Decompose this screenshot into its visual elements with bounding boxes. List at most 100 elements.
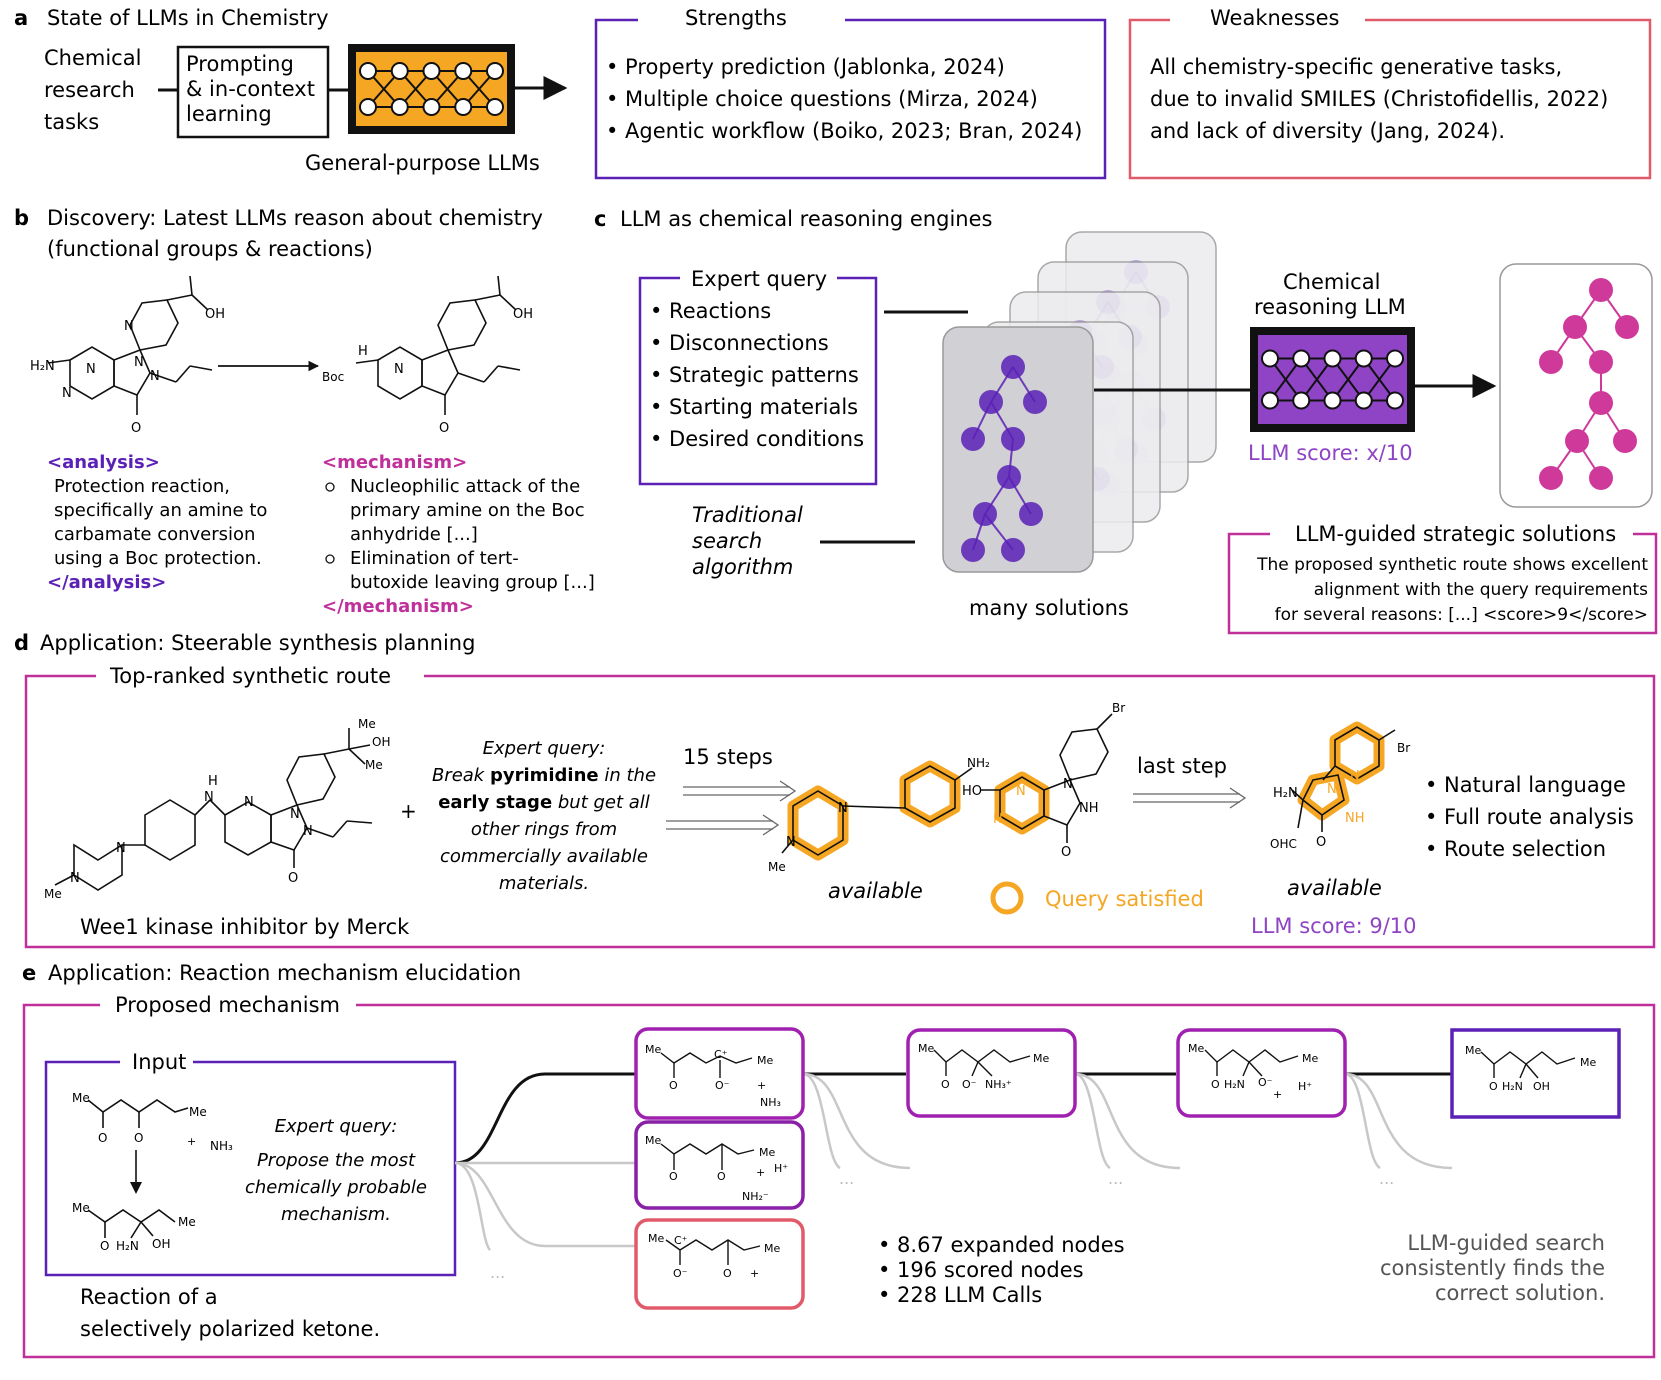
atom-n: N [1063, 777, 1073, 792]
query-line-2: Break pyrimidine in the [432, 765, 656, 786]
atom-n: N [290, 807, 300, 822]
route-box-title: Top-ranked synthetic route [109, 664, 391, 688]
atom-n: N [1327, 782, 1337, 797]
available-building-block-1 [781, 760, 973, 861]
input-line-1: Chemical [44, 46, 141, 70]
strength-1: • Property prediction (Jablonka, 2024) [606, 55, 1005, 79]
network-node [1261, 391, 1279, 410]
atom-o: O [941, 1078, 950, 1091]
atom-n: N [1016, 784, 1026, 799]
alt-2-structure [665, 1239, 761, 1265]
atom-o: O [1489, 1080, 1498, 1093]
atom-me: Me [764, 1242, 780, 1255]
tree-node [1589, 350, 1613, 374]
bullet-natural-language: • Natural language [1425, 773, 1626, 797]
network-node [1354, 349, 1373, 368]
atom-nh2: NH₂ [967, 756, 990, 770]
mechanism-step-3 [1176, 1028, 1347, 1118]
guided-title: LLM-guided strategic solutions [1295, 522, 1616, 546]
network-node [359, 62, 377, 80]
atom-o: O [98, 1131, 107, 1145]
step-2-structure [933, 1049, 1031, 1077]
atom-ominus: O⁻ [715, 1079, 730, 1092]
atom-hplus: H⁺ [774, 1162, 788, 1175]
tree-node [1019, 502, 1043, 526]
atom-n: N [134, 355, 144, 370]
network-node [1354, 391, 1373, 410]
tree-node [1539, 350, 1563, 374]
atom-o: O [669, 1079, 678, 1092]
atom-boc: Boc [322, 370, 344, 384]
query-item-1: • Reactions [650, 299, 771, 323]
amino-alcohol-structure [87, 1209, 176, 1239]
atom-n: N [1350, 769, 1360, 784]
expert-query-e-label: Expert query: [275, 1116, 398, 1137]
multi-step-arrows [666, 780, 797, 836]
panel-c-letter: c [594, 207, 606, 231]
prompting-box [176, 45, 330, 139]
atom-o: O [1061, 845, 1071, 860]
input-line-3: tasks [44, 110, 99, 134]
network-node [1292, 349, 1311, 368]
tree-node [1589, 391, 1613, 415]
boc-product-structure [355, 275, 521, 415]
llm-caption: General-purpose LLMs [305, 151, 540, 175]
network-node [1323, 391, 1342, 410]
atom-me: Me [44, 887, 62, 901]
tree-node [979, 390, 1003, 414]
panel-d-title: Application: Steerable synthesis plannin… [40, 631, 475, 655]
atom-ohc: OHC [1270, 837, 1297, 851]
mechanism-line-4: Elimination of tert- [350, 548, 519, 569]
search-tree-branches [454, 1072, 1453, 1251]
tree-node [1565, 429, 1589, 453]
atom-me: Me [1033, 1052, 1049, 1065]
available-label-2: available [1287, 876, 1382, 900]
atom-oh: OH [205, 307, 225, 322]
chemical-reasoning-llm-icon [1250, 327, 1415, 432]
atom-ominus: O⁻ [962, 1078, 977, 1091]
atom-me: Me [72, 1201, 90, 1215]
caption-line-1: Reaction of a [80, 1285, 218, 1309]
last-step-label: last step [1137, 754, 1227, 778]
atom-h2n: H₂N [1502, 1080, 1523, 1093]
atom-o: O [723, 1267, 732, 1280]
network-node [422, 98, 441, 116]
search-line-3: algorithm [692, 555, 793, 579]
atom-n: N [394, 362, 404, 377]
mechanism-final-product [1450, 1028, 1621, 1119]
wee1-inhibitor-structure [54, 728, 373, 891]
analysis-close-tag: </analysis> [47, 572, 166, 593]
search-line-2: search [692, 529, 762, 553]
wee1-caption: Wee1 kinase inhibitor by Merck [80, 915, 410, 939]
network-node [390, 62, 409, 80]
tree-node [1615, 315, 1639, 339]
atom-o: O [1316, 835, 1326, 850]
atom-n: N [303, 824, 313, 839]
atom-n: N [86, 362, 96, 377]
mechanism-open-tag: <mechanism> [322, 452, 467, 473]
tree-node [1023, 390, 1047, 414]
query-title: Expert query [691, 267, 827, 291]
analysis-line-2: specifically an amine to [54, 500, 267, 521]
network-node [1386, 391, 1404, 410]
atom-n: N [124, 319, 134, 334]
mechanism-line-2: primary amine on the Boc [350, 500, 585, 521]
ellipsis-4: ... [490, 1263, 505, 1282]
steps-label: 15 steps [683, 745, 773, 769]
atom-h: H [358, 344, 368, 359]
weakness-1: All chemistry-specific generative tasks, [1150, 55, 1562, 79]
llm-title-1: Chemical [1283, 270, 1380, 294]
atom-h: H [208, 774, 218, 789]
atom-me: Me [189, 1105, 207, 1119]
mechanism-alt-1 [634, 1120, 805, 1210]
mechanism-line-5: butoxide leaving group [...] [350, 572, 595, 593]
atom-ominus: O⁻ [673, 1267, 688, 1280]
available-label-1: available [828, 879, 923, 903]
tree-node [1001, 538, 1025, 562]
atom-nh3: NH₃ [210, 1139, 233, 1153]
query-line-3: early stage but get all [438, 792, 650, 813]
query-item-2: • Disconnections [650, 331, 829, 355]
guided-line-3: for several reasons: [...] <score>9</sco… [1275, 605, 1648, 625]
atom-me: Me [645, 1043, 661, 1056]
panel-b-title-2: (functional groups & reactions) [47, 237, 373, 261]
